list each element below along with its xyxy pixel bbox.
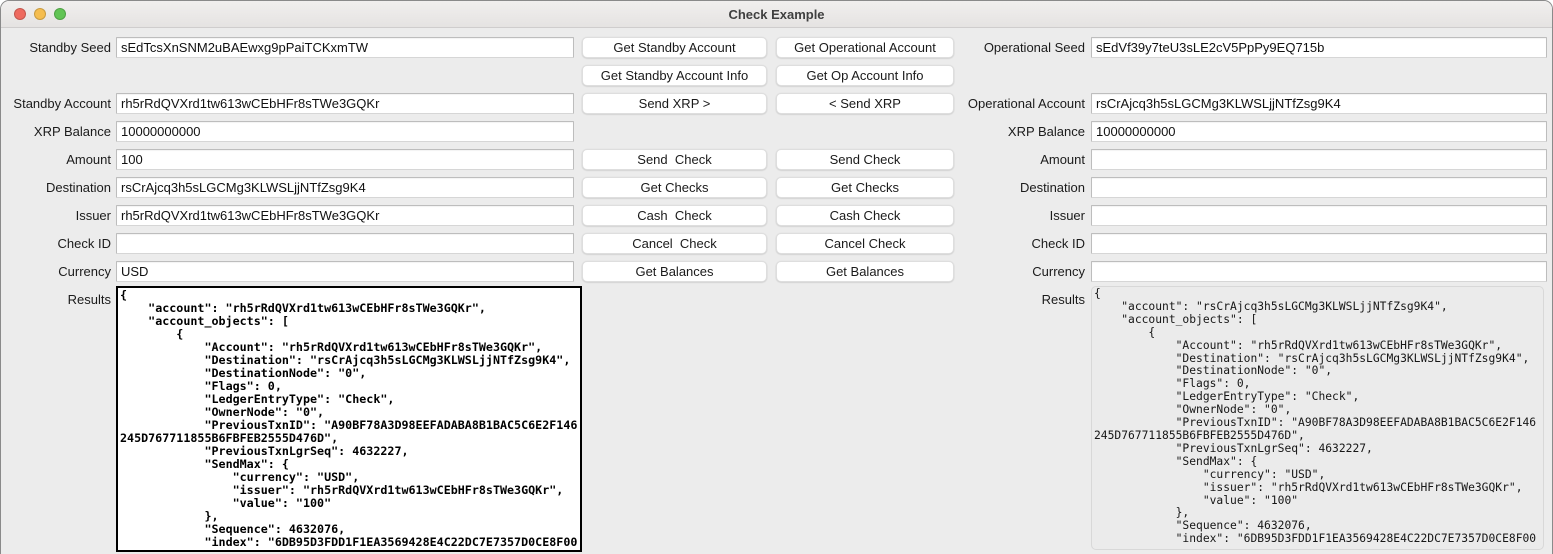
standby-check-id-input[interactable] [116,233,574,254]
zoom-button[interactable] [54,8,66,20]
standby-xrp-balance-input[interactable] [116,121,574,142]
operational-send-check-button[interactable]: Send Check [776,149,954,170]
standby-account-input[interactable] [116,93,574,114]
operational-results-label: Results [1041,292,1085,307]
operational-amount-label: Amount [1040,152,1085,167]
operational-account-label: Operational Account [967,96,1085,111]
standby-get-balances-button[interactable]: Get Balances [582,261,767,282]
window-title: Check Example [728,7,825,22]
standby-issuer-label: Issuer [75,208,111,223]
operational-check-id-input[interactable] [1091,233,1547,254]
standby-destination-label: Destination [45,180,111,195]
operational-xrp-balance-label: XRP Balance [1007,124,1085,139]
get-standby-account-button[interactable]: Get Standby Account [582,37,767,58]
standby-amount-input[interactable] [116,149,574,170]
standby-xrp-balance-label: XRP Balance [33,124,111,139]
operational-destination-input[interactable] [1091,177,1547,198]
operational-issuer-input[interactable] [1091,205,1547,226]
operational-account-input[interactable] [1091,93,1547,114]
minimize-button[interactable] [34,8,46,20]
standby-account-label: Standby Account [13,96,111,111]
standby-amount-label: Amount [66,152,111,167]
title-bar: Check Example [1,1,1552,28]
standby-currency-label: Currency [58,264,111,279]
standby-currency-input[interactable] [116,261,574,282]
operational-cash-check-button[interactable]: Cash Check [776,205,954,226]
traffic-lights [14,8,66,20]
standby-seed-input[interactable] [116,37,574,58]
operational-xrp-balance-input[interactable] [1091,121,1547,142]
send-xrp-left-button[interactable]: < Send XRP [776,93,954,114]
operational-get-checks-button[interactable]: Get Checks [776,177,954,198]
operational-check-id-label: Check ID [1031,236,1085,251]
operational-currency-label: Currency [1032,264,1085,279]
standby-cancel-check-button[interactable]: Cancel Check [582,233,767,254]
standby-results-text[interactable]: { "account": "rh5rRdQVXrd1tw613wCEbHFr8s… [116,286,582,552]
get-op-account-info-button[interactable]: Get Op Account Info [776,65,954,86]
standby-issuer-input[interactable] [116,205,574,226]
operational-currency-input[interactable] [1091,261,1547,282]
standby-cash-check-button[interactable]: Cash Check [582,205,767,226]
standby-results-label: Results [67,292,111,307]
operational-seed-label: Operational Seed [983,40,1085,55]
standby-destination-input[interactable] [116,177,574,198]
operational-results-text[interactable]: { "account": "rsCrAjcq3h5sLGCMg3KLWSLjjN… [1091,286,1544,550]
get-operational-account-button[interactable]: Get Operational Account [776,37,954,58]
operational-seed-input[interactable] [1091,37,1547,58]
operational-cancel-check-button[interactable]: Cancel Check [776,233,954,254]
standby-get-checks-button[interactable]: Get Checks [582,177,767,198]
window-content: Standby Seed Get Standby Account Get Ope… [1,28,1552,554]
operational-destination-label: Destination [1019,180,1085,195]
close-button[interactable] [14,8,26,20]
send-xrp-right-button[interactable]: Send XRP > [582,93,767,114]
standby-send-check-button[interactable]: Send Check [582,149,767,170]
standby-seed-label: Standby Seed [29,40,111,55]
get-standby-account-info-button[interactable]: Get Standby Account Info [582,65,767,86]
operational-amount-input[interactable] [1091,149,1547,170]
standby-check-id-label: Check ID [57,236,111,251]
operational-issuer-label: Issuer [1049,208,1085,223]
operational-get-balances-button[interactable]: Get Balances [776,261,954,282]
